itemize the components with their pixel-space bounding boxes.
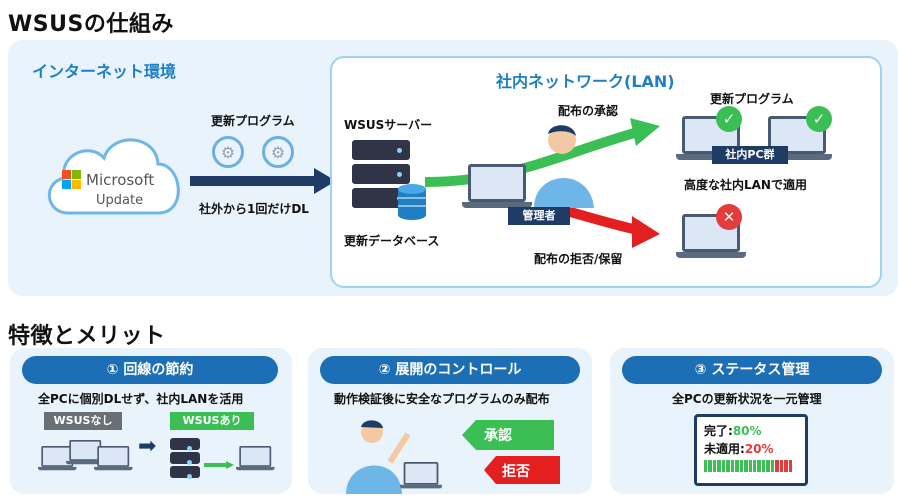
progress-segment	[717, 460, 721, 472]
approve-text: 承認	[484, 428, 512, 444]
server-icon	[170, 438, 200, 451]
progress-segment	[721, 460, 726, 472]
arrow-right-icon: ➡	[138, 434, 157, 459]
cloud-icon	[38, 118, 188, 228]
feature-title: ② 展開のコントロール	[320, 356, 580, 384]
progress-segment	[744, 460, 748, 472]
with-wsus-badge: WSUSあり	[170, 412, 254, 430]
progress-segment	[712, 460, 717, 472]
progress-segment	[784, 460, 788, 472]
progress-segment	[752, 460, 757, 472]
pc-group-badge: 社内PC群	[712, 146, 788, 164]
download-arrow	[190, 168, 336, 194]
reject-text: 拒否	[502, 464, 530, 480]
reject-icon: ✕	[716, 204, 742, 230]
feature-desc: 全PCに個別DLせず、社内LANを活用	[38, 392, 244, 406]
download-note: 社外から1回だけDL	[199, 202, 309, 216]
pending-value: 20%	[744, 442, 774, 456]
feature-title: ① 回線の節約	[22, 356, 278, 384]
server-label: WSUSサーバー	[344, 118, 433, 132]
progress-segment	[766, 460, 770, 472]
approve-banner	[462, 420, 554, 450]
apply-note: 高度な社内LANで適用	[684, 178, 807, 192]
admin-badge: 管理者	[508, 207, 570, 225]
server-icon	[170, 452, 200, 465]
progress-segment	[779, 460, 784, 472]
status-monitor	[694, 414, 808, 486]
check-icon: ✓	[716, 106, 742, 132]
feature-desc: 動作検証後に安全なプログラムのみ配布	[334, 392, 550, 406]
lan-label: 社内ネットワーク(LAN)	[496, 72, 675, 91]
pending-row: 未適用:20%	[704, 440, 774, 457]
progress-segment	[775, 460, 779, 472]
cloud-sub: Update	[96, 193, 144, 208]
green-arrow-icon	[204, 454, 234, 469]
progress-segment	[748, 460, 752, 472]
gear-icon: ⚙	[212, 136, 244, 168]
page-title: WSUSの仕組み	[8, 12, 174, 37]
server-icon	[170, 466, 200, 479]
pending-label: 未適用:	[704, 442, 745, 456]
check-icon: ✓	[806, 106, 832, 132]
pc-update-label: 更新プログラム	[710, 92, 794, 106]
reject-label: 配布の拒否/保留	[534, 252, 623, 266]
progress-segment	[726, 460, 730, 472]
db-label: 更新データベース	[344, 234, 440, 248]
progress-segment	[770, 460, 775, 472]
database-icon	[398, 184, 426, 220]
progress-segment	[761, 460, 766, 472]
internet-label: インターネット環境	[32, 62, 177, 81]
server-icon	[352, 140, 410, 160]
progress-segment	[735, 460, 739, 472]
progress-segment	[757, 460, 761, 472]
approve-label: 配布の承認	[558, 104, 619, 118]
admin-person-icon	[520, 118, 600, 208]
update-program-label: 更新プログラム	[211, 114, 295, 128]
presenter-icon	[340, 414, 411, 494]
feature-desc: 全PCの更新状況を一元管理	[672, 392, 822, 406]
progress-segment	[708, 460, 712, 472]
reject-banner	[484, 456, 560, 484]
progress-segment	[704, 460, 708, 472]
status-progress-bar	[704, 460, 793, 472]
features-title: 特徴とメリット	[8, 324, 166, 349]
server-icon	[352, 164, 410, 184]
done-row: 完了:80%	[704, 422, 762, 439]
cloud-brand: Microsoft	[86, 171, 155, 189]
done-label: 完了:	[704, 424, 733, 438]
progress-segment	[730, 460, 735, 472]
done-value: 80%	[732, 424, 762, 438]
lan-box	[330, 56, 882, 288]
feature-title: ③ ステータス管理	[622, 356, 882, 384]
progress-segment	[739, 460, 744, 472]
progress-segment	[788, 460, 793, 472]
without-wsus-badge: WSUSなし	[44, 412, 122, 430]
microsoft-logo-icon	[62, 170, 82, 190]
gear-icon: ⚙	[262, 136, 294, 168]
